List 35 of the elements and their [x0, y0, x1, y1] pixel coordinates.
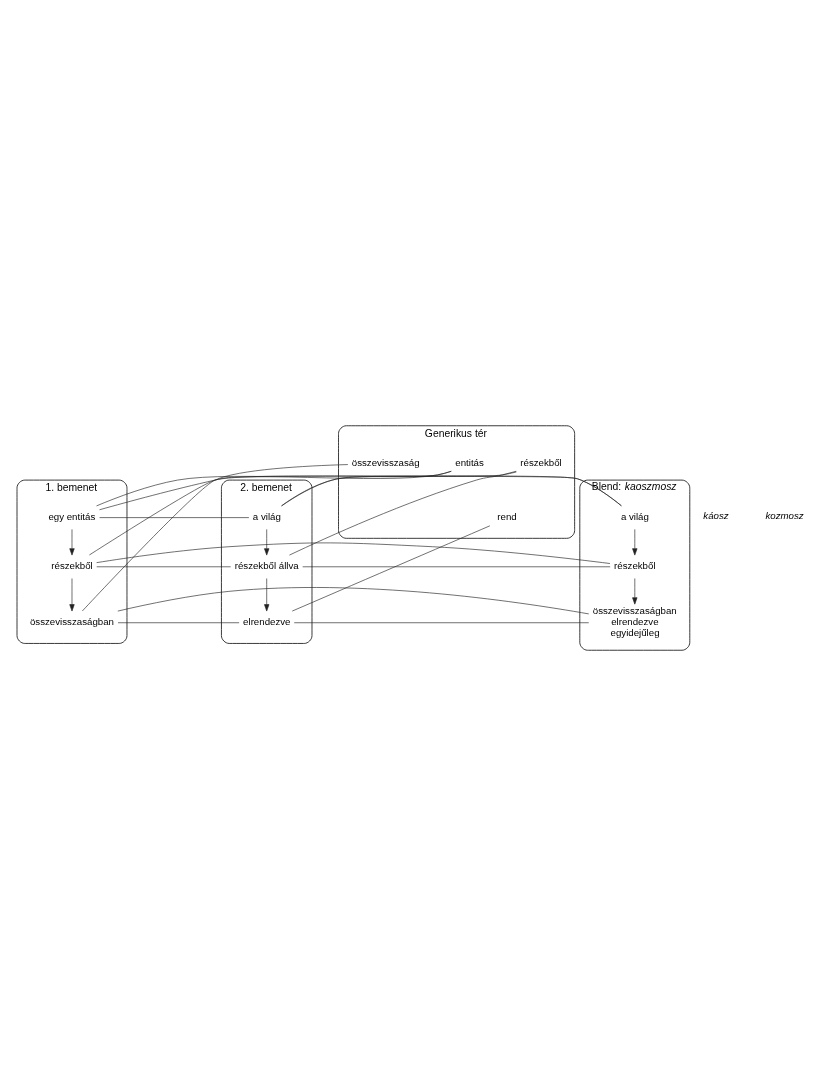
node-text: a világ — [252, 510, 281, 522]
node-text: részekből állva — [234, 559, 299, 571]
arrow — [632, 577, 638, 604]
connector — [96, 470, 452, 506]
connector — [117, 586, 590, 614]
connector — [291, 525, 491, 611]
arrow — [264, 528, 270, 555]
connector — [96, 542, 611, 564]
connector — [99, 475, 622, 510]
node-text: részekből — [51, 559, 93, 571]
connector — [82, 463, 349, 611]
node-text: elrendezve — [243, 615, 291, 627]
node-text: részekből — [614, 559, 656, 571]
connector — [281, 475, 622, 506]
node-text: összevisszaságban — [29, 615, 114, 627]
label: kozmosz — [765, 509, 804, 521]
node-text: összevisszaságban elrendezve egyidejűleg — [592, 604, 677, 638]
connector — [289, 470, 517, 555]
connector — [302, 565, 611, 567]
node-text: a világ — [620, 510, 649, 522]
connector — [89, 471, 517, 555]
node-text: rend — [497, 510, 517, 522]
node-text: összevisszaság — [351, 456, 420, 468]
node-text: entitás — [455, 456, 484, 468]
node-text: egy entitás — [48, 510, 96, 522]
label: káosz — [703, 509, 729, 521]
connector — [117, 621, 240, 623]
arrow — [632, 528, 638, 555]
connector — [293, 621, 590, 623]
connector — [96, 565, 231, 567]
connector — [99, 516, 250, 518]
arrow — [264, 577, 270, 611]
arrow — [69, 528, 75, 555]
node-text: részekből — [520, 456, 562, 468]
arrow — [69, 577, 75, 611]
